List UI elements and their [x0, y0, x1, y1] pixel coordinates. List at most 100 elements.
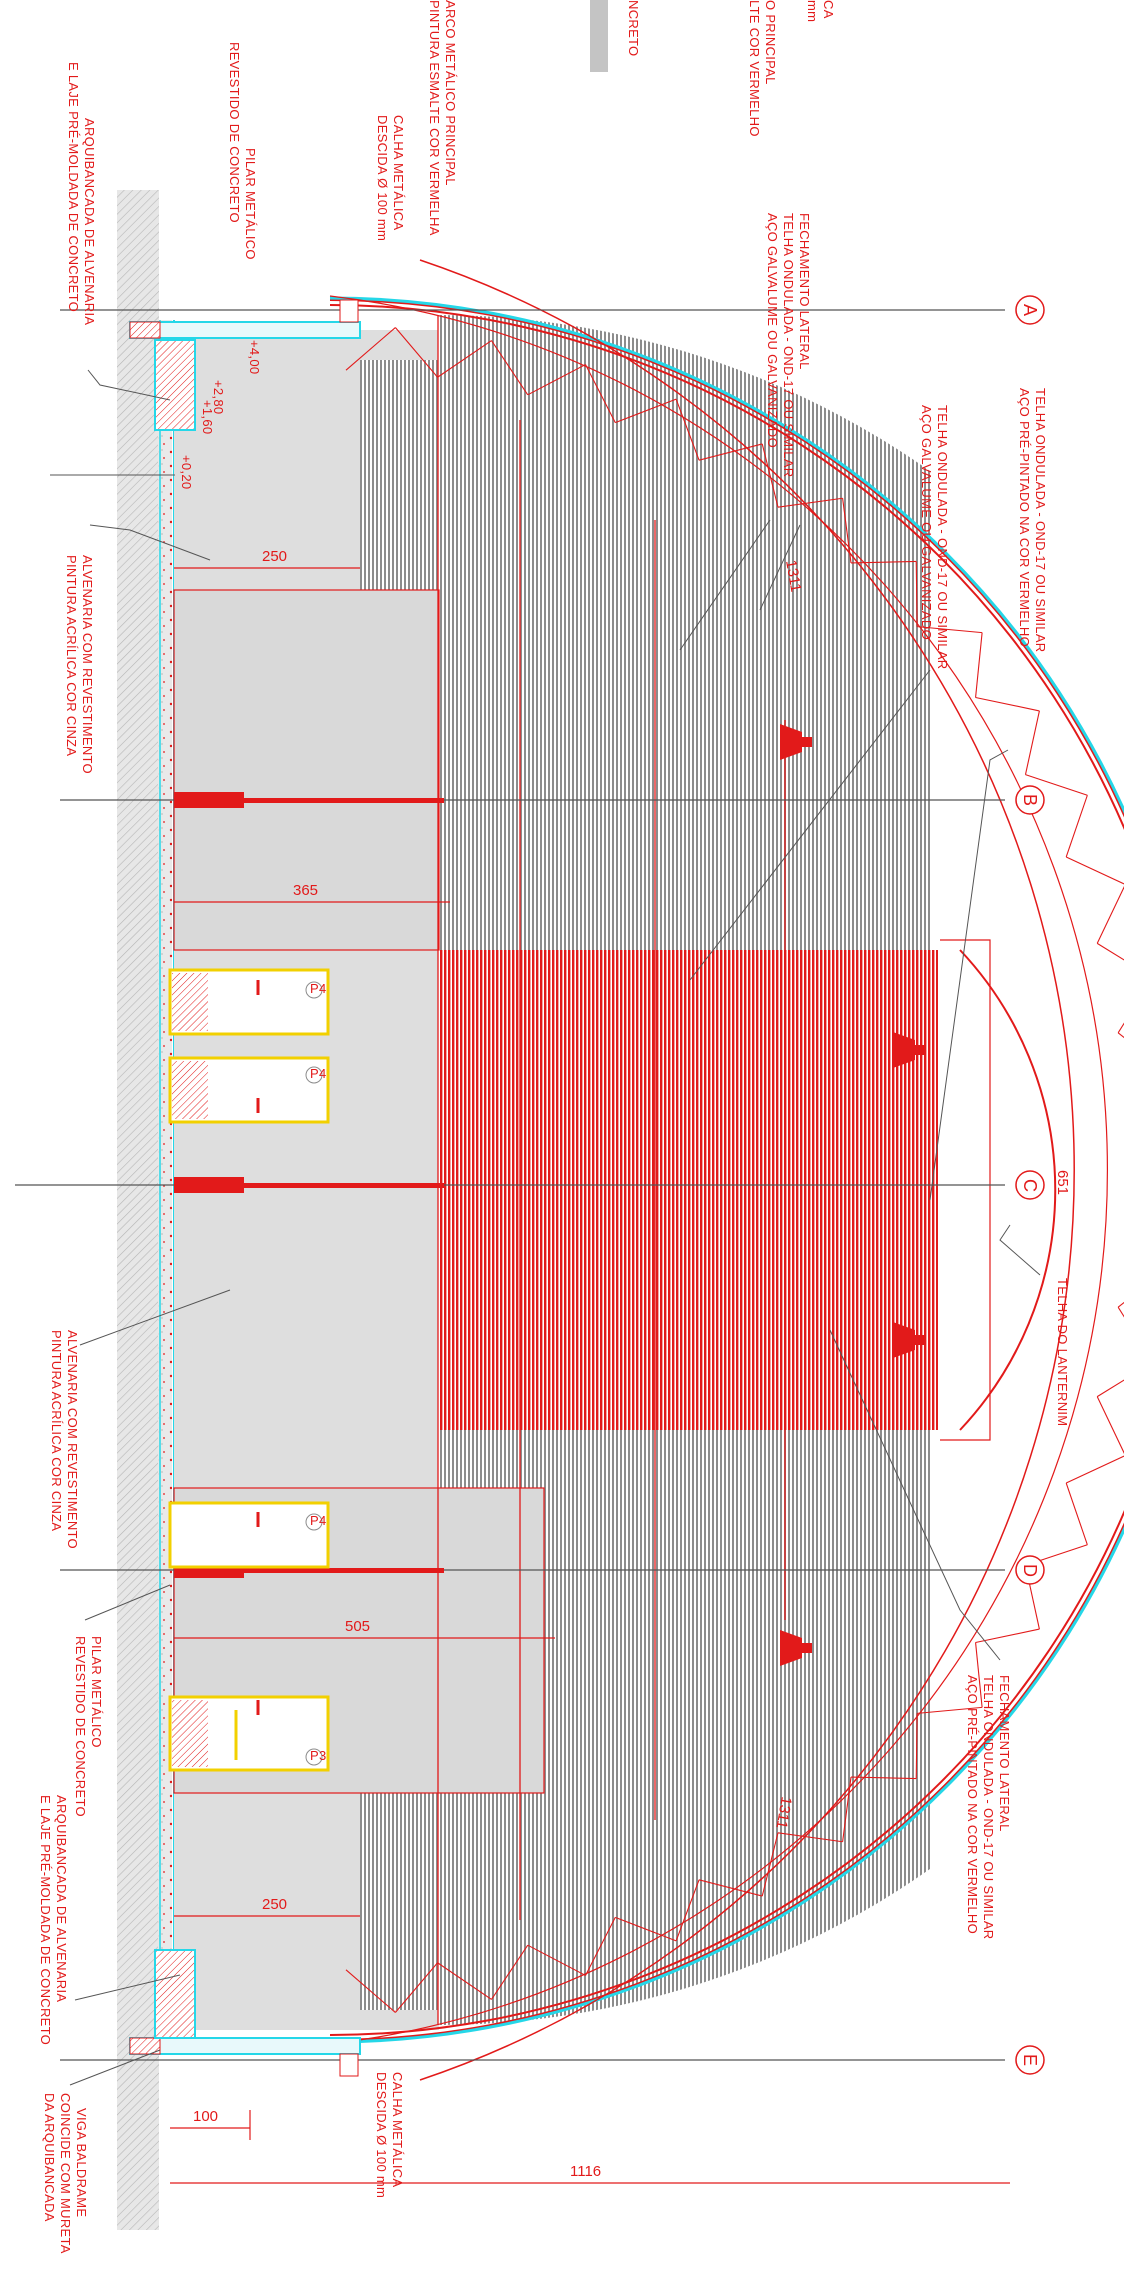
- truss-member: [761, 1832, 779, 1897]
- viga-3: DA ARQUIBANCADA: [42, 2093, 57, 2222]
- truss-member: [1065, 1482, 1088, 1545]
- luminaire: [780, 724, 812, 760]
- fech-bot-2: TELHA ONDULADA - OND-17 OU SIMILAR: [981, 1675, 996, 1939]
- calha-bot-1: CALHA METÁLICA: [390, 2072, 405, 2187]
- fech-bot-3: AÇO PRÉ-PINTADO NA COR VERMELHO: [965, 1675, 980, 1934]
- dim-505: 505: [345, 1618, 370, 1635]
- door-tag-2: P4: [310, 1066, 327, 1081]
- dim-100: 100: [193, 2108, 218, 2125]
- door-tag-1: P4: [310, 981, 327, 996]
- truss-member: [394, 1962, 438, 2013]
- truss-member: [1065, 1455, 1124, 1484]
- door-2[interactable]: P4: [168, 1056, 330, 1124]
- truss-member: [975, 632, 983, 698]
- telha-mid-2: AÇO GALVALUME OU GALVANIZADO: [919, 405, 934, 640]
- pilaster-bottom: [129, 1949, 361, 2077]
- truss-member: [698, 443, 763, 461]
- axis-label-d: D: [1020, 1564, 1040, 1577]
- outer-dim-arc: [419, 259, 1075, 2081]
- truss-member: [1065, 795, 1088, 858]
- pilar-bot-1: PILAR METÁLICO: [89, 1636, 104, 1748]
- wall-block-top: [173, 589, 440, 951]
- arc-dim-651: 651: [1054, 1170, 1071, 1195]
- truss-member: [917, 626, 983, 634]
- truss-member: [1096, 1396, 1124, 1454]
- truss-member: [917, 1706, 983, 1714]
- arco-label-2: PINTURA ESMALTE COR VERMELHA: [427, 0, 442, 236]
- door-tag-3: P4: [310, 1513, 327, 1528]
- truss-member: [1025, 774, 1088, 796]
- truss-member: [675, 1879, 700, 1942]
- axis-label-e: E: [1020, 2054, 1040, 2066]
- calha-top-1: CALHA METÁLICA: [391, 115, 406, 230]
- level-2: +2,80: [211, 380, 226, 414]
- axis-label-b: B: [1020, 794, 1040, 806]
- alv-bot-2: PINTURA ACRÍLICA COR CINZA: [49, 1330, 64, 1531]
- telha-top-1: TELHA ONDULADA - OND-17 OU SIMILAR: [1033, 388, 1048, 652]
- legend-text-3: O PRINCIPAL: [763, 0, 778, 85]
- truss-member: [1117, 1301, 1124, 1308]
- truss-member: [675, 398, 700, 461]
- text-labels: CA mm O PRINCIPAL LTE COR VERMELHO NCRET…: [38, 0, 1070, 2254]
- telha-mid-1: TELHA ONDULADA - OND-17 OU SIMILAR: [935, 405, 950, 669]
- truss-member: [527, 364, 586, 396]
- legend-text-5: NCRETO: [626, 0, 641, 56]
- concrete-slab: [158, 320, 172, 2030]
- truss-member: [1117, 1032, 1124, 1039]
- alv-bot-1: ALVENARIA COM REVESTIMENTO: [65, 1330, 80, 1549]
- dimension-lines: [170, 567, 1010, 2184]
- truss-member: [585, 364, 616, 423]
- truss-member: [345, 1969, 396, 2013]
- pilar-bot-2: REVESTIDO DE CONCRETO: [73, 1636, 88, 1817]
- fech-top-1: FECHAMENTO LATERAL: [797, 213, 812, 370]
- wall-corrugated-left-top: [360, 360, 440, 590]
- truss-member: [777, 1832, 843, 1843]
- truss-member: [491, 1944, 529, 2000]
- door-3[interactable]: P4: [168, 1501, 330, 1569]
- dim-250-bot: 250: [262, 1896, 287, 1913]
- truss-member: [1065, 856, 1124, 885]
- arco-label-1: ARCO METÁLICO PRINCIPAL: [443, 0, 458, 186]
- viga-1: VIGA BALDRAME: [74, 2108, 89, 2217]
- dome-cladding: [438, 315, 938, 2025]
- arc-dim-1311-bot: 1311: [772, 1795, 794, 1830]
- level-3: +1,60: [200, 400, 215, 434]
- axis-label-c: C: [1020, 1179, 1040, 1192]
- legend-text-4: LTE COR VERMELHO: [747, 0, 762, 137]
- leader-lines: [50, 369, 1041, 2086]
- ground-hatch: [117, 190, 159, 2230]
- truss-member: [1117, 1022, 1124, 1034]
- truss-member: [975, 1642, 983, 1708]
- truss-member: [437, 340, 492, 378]
- pilar-top-2: REVESTIDO DE CONCRETO: [227, 42, 242, 223]
- truss-member: [437, 1962, 492, 2000]
- luminaire: [780, 1630, 812, 1666]
- columns: [174, 792, 444, 1578]
- telha-top-2: AÇO PRÉ-PINTADO NA COR VERMELHO: [1017, 388, 1032, 647]
- truss-member: [975, 696, 1040, 712]
- truss-member: [527, 1944, 586, 1976]
- dim-1116: 1116: [570, 2163, 601, 2180]
- pilaster-top: [129, 299, 361, 431]
- door-1[interactable]: P4: [168, 968, 330, 1036]
- truss-member: [491, 340, 529, 396]
- truss-member: [915, 1713, 918, 1779]
- pilar-top-1: PILAR METÁLICO: [243, 148, 258, 260]
- lanternim-outline: [940, 939, 991, 1441]
- fech-top-3: AÇO GALVALUME OU GALVANIZADO: [765, 213, 780, 448]
- truss-member: [345, 327, 396, 371]
- truss-member: [615, 1916, 677, 1942]
- truss-member: [394, 327, 438, 378]
- truss-member: [585, 1917, 616, 1976]
- lanternim-arc: [959, 949, 1057, 1431]
- arch-truss: [329, 295, 1124, 2045]
- fech-top-2: TELHA ONDULADA - OND-17 OU SIMILAR: [781, 213, 796, 477]
- truss-member: [1117, 1306, 1124, 1318]
- lanternim-label: TELHA DO LANTERNIM: [1055, 1278, 1070, 1426]
- wall-corrugated-left-bot: [360, 1790, 440, 2010]
- truss-member: [777, 497, 843, 508]
- arq-bot-2: E LAJE PRÉ-MOLDADA DE CONCRETO: [38, 1795, 53, 2045]
- truss-member: [1096, 942, 1124, 961]
- axis-label-a: A: [1020, 304, 1040, 316]
- door-4[interactable]: P3: [168, 1695, 330, 1772]
